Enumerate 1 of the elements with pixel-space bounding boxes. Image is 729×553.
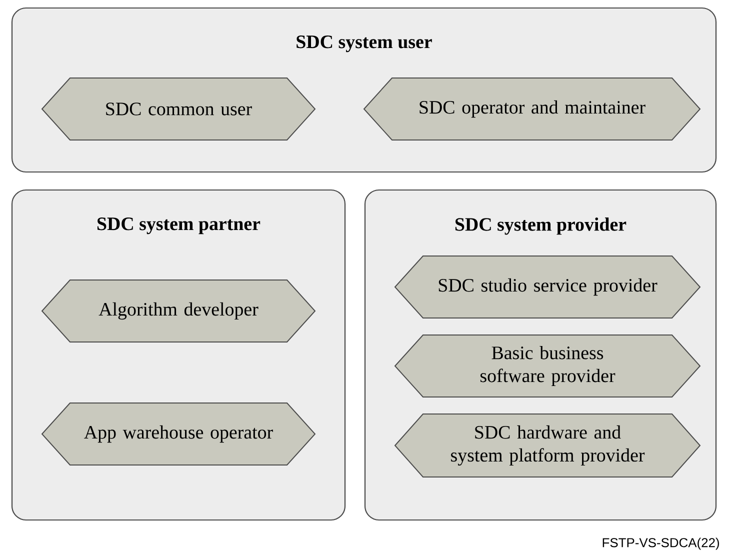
- figure-code: FSTP-VS-SDCA(22): [602, 538, 719, 550]
